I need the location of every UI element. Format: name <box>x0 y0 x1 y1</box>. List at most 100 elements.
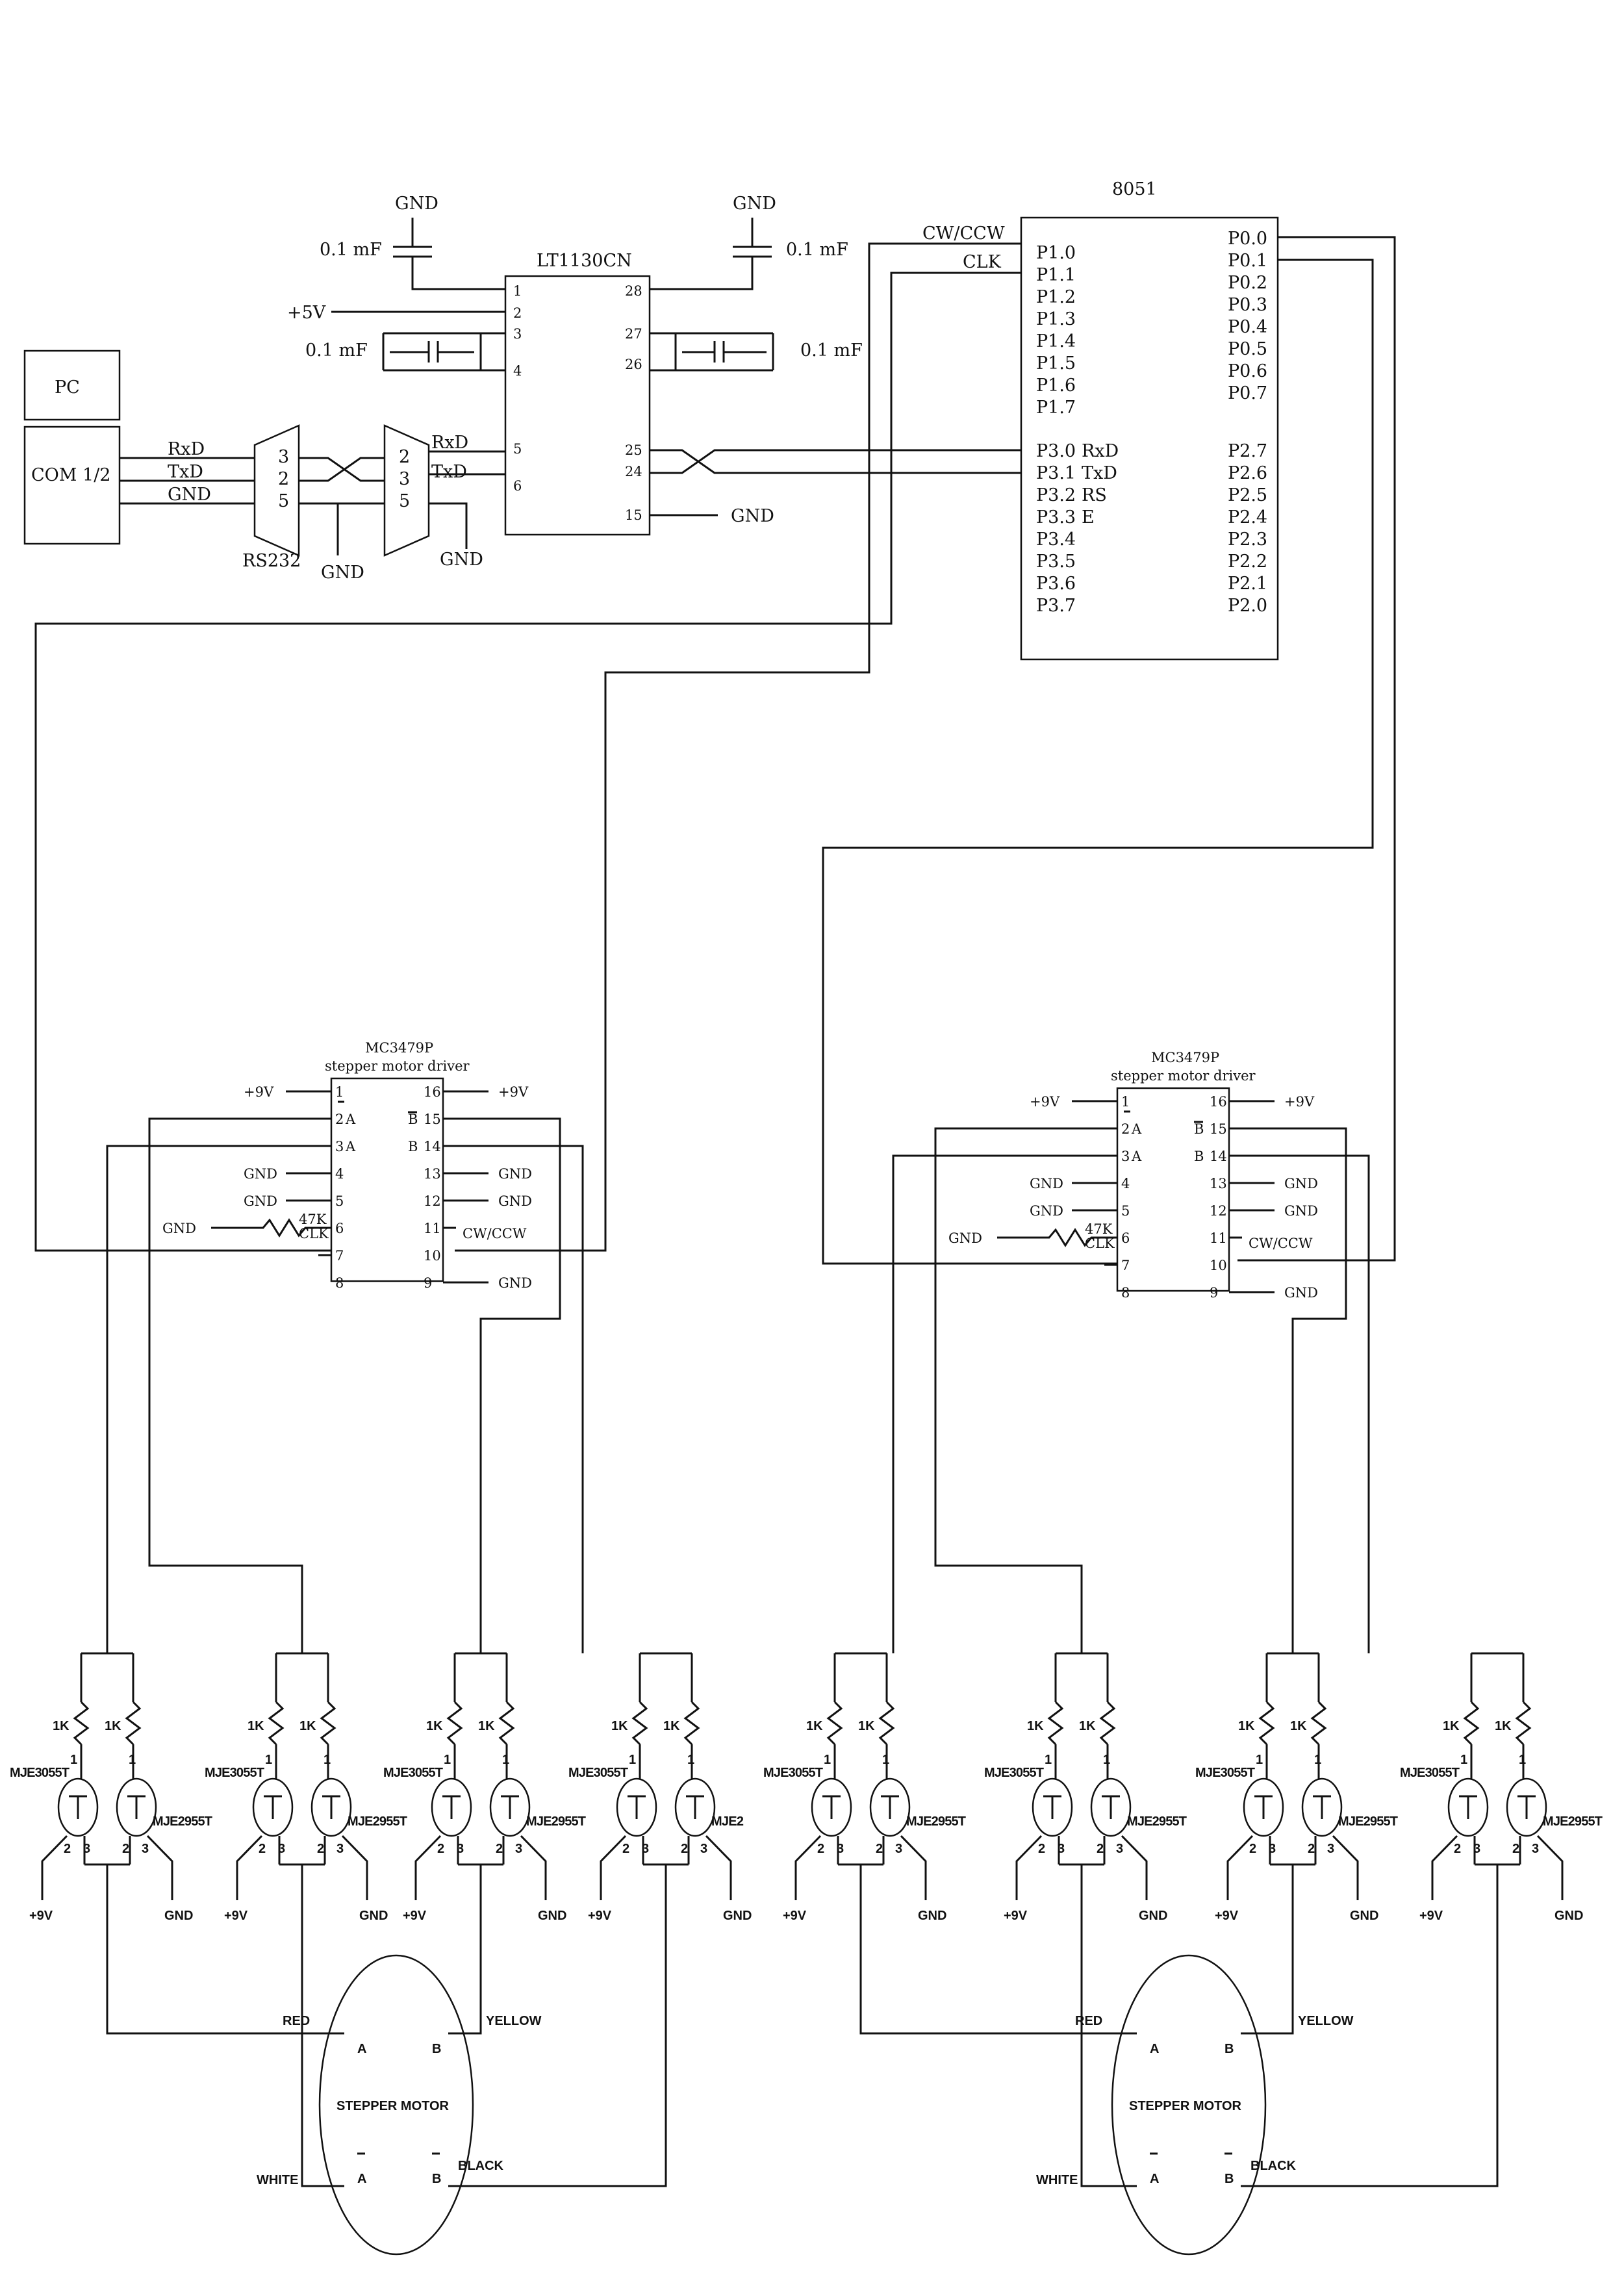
driver-left-pin-2-2: 3 <box>1121 1149 1130 1164</box>
res-label-1k: 1K <box>611 1719 628 1733</box>
transistor-pin3: 3 <box>83 1842 90 1856</box>
motor-pin-b-bar: B <box>1224 2172 1234 2186</box>
mcu-pin-p1-3: P1.3 <box>1036 309 1076 329</box>
lt-pin-3: 3 <box>513 326 522 342</box>
vcc-label: +9V <box>403 1909 427 1923</box>
resistor-1k <box>498 1701 515 1746</box>
driver-name-1: MC3479P <box>365 1040 433 1056</box>
resistor-1k <box>1047 1701 1064 1746</box>
rs232-left-pin-5: 5 <box>278 491 289 511</box>
mcu-pin-p2-0: P2.7 <box>1228 441 1267 461</box>
transistor-pin3: 3 <box>1327 1842 1334 1856</box>
mcu-pin-p3-5: P3.5 <box>1036 552 1076 572</box>
transistor-pin1: 1 <box>824 1753 831 1767</box>
res-label-1k: 1K <box>1495 1719 1512 1733</box>
driver-right-pin-2-2: 14 <box>1210 1149 1227 1164</box>
pnp-label: MJE2 <box>711 1814 744 1829</box>
driver-gnd-res-2: GND <box>948 1230 982 1246</box>
pc-label: PC <box>55 377 80 398</box>
driver-b-label-1: B <box>408 1139 418 1154</box>
lt-pin-5: 5 <box>513 441 522 457</box>
resistor-1k <box>73 1701 90 1746</box>
transistor-pin3: 3 <box>895 1842 902 1856</box>
transistor-pin2: 2 <box>681 1842 688 1856</box>
res-label-1k: 1K <box>1238 1719 1255 1733</box>
vcc-label: +9V <box>1004 1909 1028 1923</box>
wire-yellow-label: YELLOW <box>486 2014 542 2028</box>
driver-right-pin-2-1: 15 <box>1210 1121 1227 1137</box>
driver-right-pin-2-0: 16 <box>1210 1094 1227 1110</box>
transistor-pin2: 2 <box>1097 1842 1104 1856</box>
mcu-pin-p2-6: P2.1 <box>1228 574 1267 594</box>
motor-pin-a: A <box>1150 2042 1159 2056</box>
driver-left-pin-1-6: 7 <box>335 1248 344 1264</box>
vcc-label: +9V <box>588 1909 612 1923</box>
wire-black <box>448 1864 667 2187</box>
pnp-label: MJE2955T <box>153 1814 212 1829</box>
res-label-1k: 1K <box>858 1719 875 1733</box>
resistor-1k <box>125 1701 142 1746</box>
driver-resistor-1 <box>211 1218 331 1238</box>
gnd-top-left: GND <box>395 194 438 214</box>
motor-pin-b-bar: B <box>432 2172 441 2186</box>
mcu-cwccw-label: CW/CCW <box>922 223 1005 244</box>
driver-left-pin-2-6: 7 <box>1121 1258 1130 1273</box>
driver-cwccw-label-2: CW/CCW <box>1249 1236 1313 1251</box>
driver-res-label-2: 47K <box>1085 1221 1113 1237</box>
motor-body <box>1111 1954 1267 2256</box>
cap-2-label: 0.1 mF <box>786 240 848 260</box>
transistor-pin2: 2 <box>1308 1842 1315 1856</box>
collector-gnd <box>705 1835 732 1900</box>
collector-gnd <box>520 1835 547 1900</box>
transistor-pin2: 2 <box>817 1842 824 1856</box>
driver-out-bbar-2 <box>1229 1127 1347 1653</box>
mcu-8051 <box>1020 216 1279 661</box>
lt-pin-6: 6 <box>513 478 522 494</box>
pnp-label: MJE2955T <box>1543 1814 1603 1829</box>
vcc-label: +9V <box>1215 1909 1239 1923</box>
gnd-label: GND <box>723 1909 752 1923</box>
transistor-pin2: 2 <box>317 1842 324 1856</box>
res-label-1k: 1K <box>478 1719 495 1733</box>
transistor-pin1: 1 <box>629 1753 636 1767</box>
res-label-1k: 1K <box>1443 1719 1460 1733</box>
resistor-1k <box>878 1701 895 1746</box>
collector-gnd <box>1536 1835 1564 1900</box>
res-label-1k: 1K <box>53 1719 70 1733</box>
mcu-p30-func: RxD <box>1082 441 1119 461</box>
transistor-pin1: 1 <box>1256 1753 1263 1767</box>
driver-right-pin-2-7: 9 <box>1210 1285 1218 1301</box>
driver-gnd-res-1: GND <box>162 1221 196 1236</box>
driver-subtitle-2: stepper motor driver <box>1111 1068 1256 1084</box>
driver-vcc-left-1: +9V <box>244 1084 274 1100</box>
lt-input-txd: TxD <box>431 462 467 482</box>
pnp-label: MJE2955T <box>906 1814 966 1829</box>
transistor-pin1: 1 <box>502 1753 509 1767</box>
gnd-label: GND <box>1139 1909 1167 1923</box>
resistor-1k <box>826 1701 843 1746</box>
driver-b-bar-label-1: B <box>408 1112 418 1127</box>
resistor-1k <box>1515 1701 1532 1746</box>
mcu-pin-p1-4: P1.4 <box>1036 331 1076 351</box>
motor-label: STEPPER MOTOR <box>336 2099 450 2113</box>
mcu-pin-p3-3: P3.3 <box>1036 507 1076 528</box>
driver-a-label-2: A <box>1131 1149 1142 1164</box>
collector-gnd <box>1121 1835 1148 1900</box>
wire-black-label: BLACK <box>458 2159 504 2173</box>
transistor-pin3: 3 <box>515 1842 522 1856</box>
collector-gnd <box>1332 1835 1359 1900</box>
driver-b-label-2: B <box>1194 1149 1204 1164</box>
transistor-pin3: 3 <box>642 1842 649 1856</box>
driver-right-pin-2-5: 11 <box>1210 1230 1227 1246</box>
motor-body <box>318 1954 474 2256</box>
transistor-pin2: 2 <box>1454 1842 1461 1856</box>
rs232-connector-left <box>253 424 300 557</box>
transistor-pin3: 3 <box>1116 1842 1123 1856</box>
transistor-pin1: 1 <box>265 1753 272 1767</box>
wire-white <box>301 1864 344 2187</box>
